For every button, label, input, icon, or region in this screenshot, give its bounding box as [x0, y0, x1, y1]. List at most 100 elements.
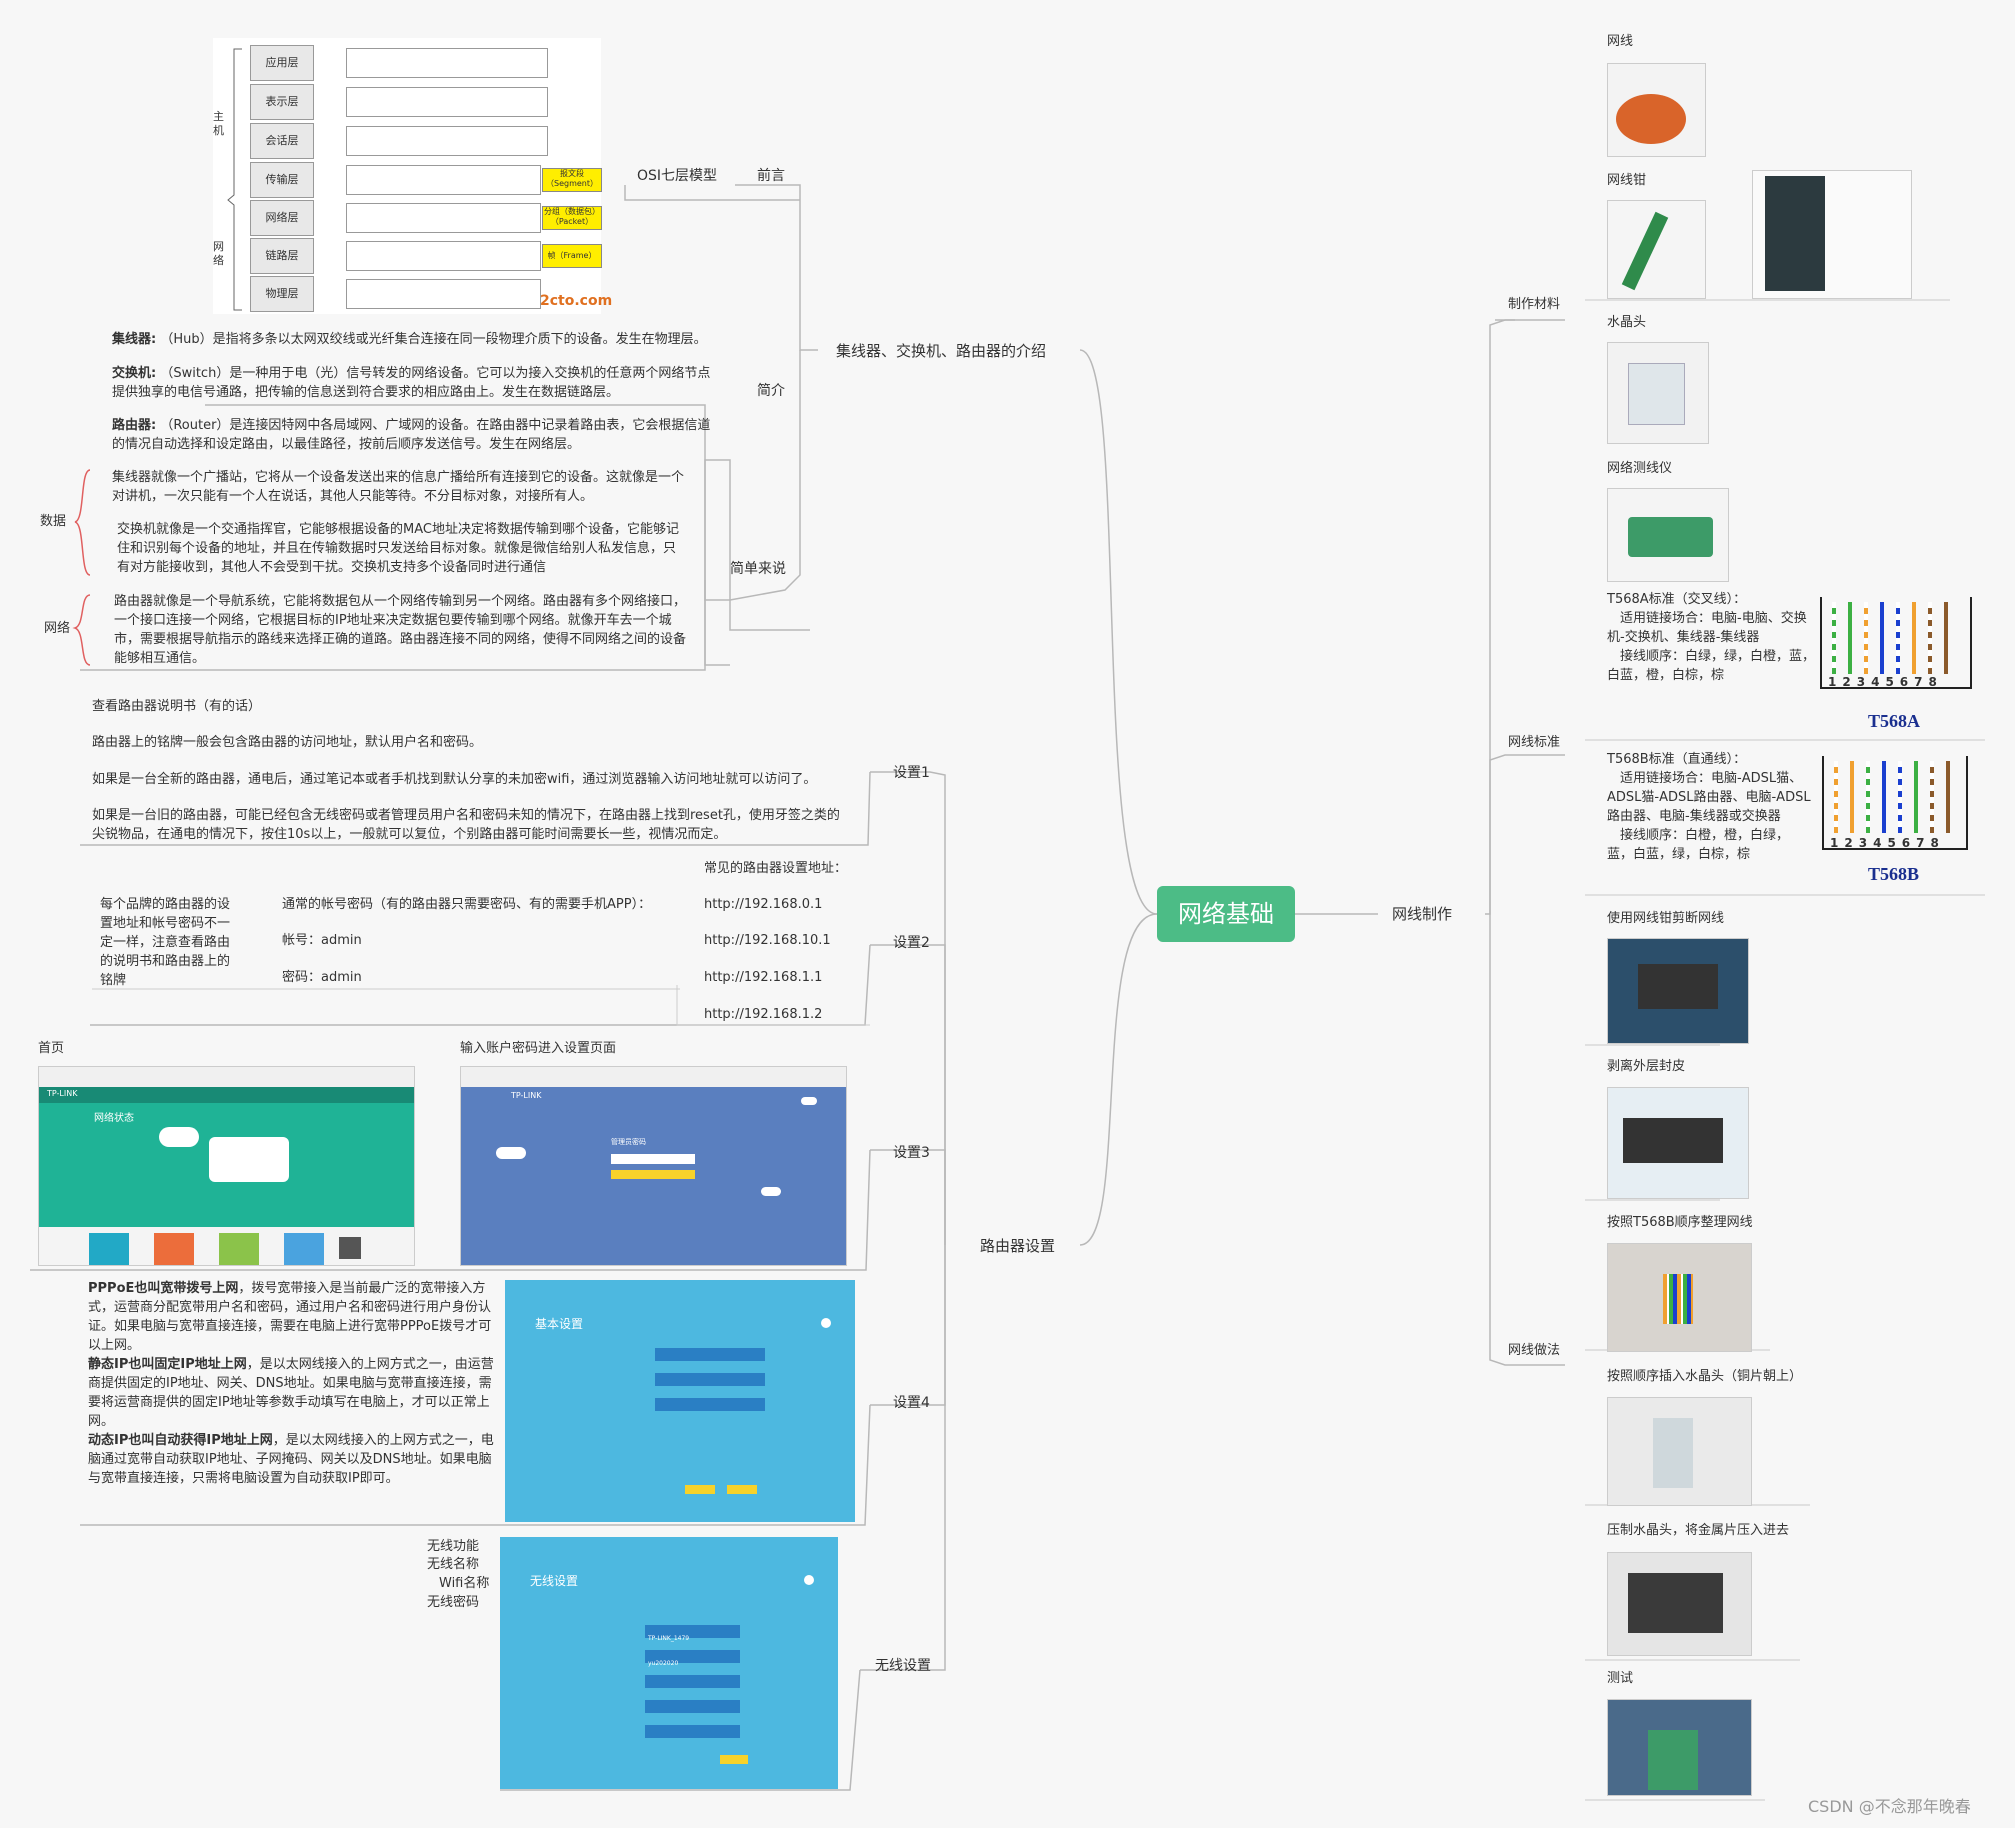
pin-3: 3 — [1858, 836, 1874, 850]
t568b-pins: 12345678 — [1830, 836, 1945, 850]
s2-addr-3[interactable]: http://192.168.1.1 — [704, 970, 823, 985]
osi-desc-link — [346, 241, 541, 271]
wireless-select-3[interactable] — [645, 1725, 740, 1738]
pppoe-account-input[interactable] — [655, 1373, 765, 1386]
step-4-label: 按照顺序插入水晶头（铜片朝上） — [1607, 1369, 1803, 1384]
s2-addr-1[interactable]: http://192.168.0.1 — [704, 897, 823, 912]
t568a-wire-7 — [1928, 602, 1932, 674]
cloud-icon-2 — [761, 1187, 781, 1196]
login-pwd-input[interactable] — [611, 1154, 695, 1164]
material-crimper: 网线钳 — [1607, 173, 1647, 188]
t568b-wire-5 — [1898, 761, 1902, 833]
branch-setting2[interactable]: 设置2 — [893, 935, 930, 951]
ssid-value: TP-LINK_1479 — [648, 1635, 690, 1642]
pin-7: 7 — [1916, 836, 1931, 850]
osi-side-bottom: 网络 — [213, 240, 224, 267]
rj45-connector — [1628, 363, 1685, 425]
branch-setting1[interactable]: 设置1 — [893, 765, 930, 781]
switch-name: 交换机: — [112, 366, 157, 381]
help-icon[interactable] — [821, 1318, 831, 1328]
standard-label[interactable]: 网线标准 — [1508, 735, 1561, 750]
branch-setting3[interactable]: 设置3 — [893, 1145, 930, 1161]
step-3-photo — [1607, 1243, 1752, 1352]
tile-1[interactable] — [89, 1233, 129, 1265]
branch-cable-making[interactable]: 网线制作 — [1392, 905, 1453, 923]
t568a-frame — [1820, 597, 1972, 689]
pin-2: 2 — [1844, 836, 1859, 850]
switch-text: （Switch）是一种用于电（光）信号转发的网络设备。它可以为接入交换机的任意两… — [112, 366, 711, 400]
router-picture — [209, 1137, 289, 1182]
pin-6: 6 — [1901, 836, 1917, 850]
t568b-text: T568B标准（直通线）： 适用链接场合：电脑-ADSL猫、ADSL猫-ADSL… — [1607, 750, 1814, 864]
static-text: ，是以太网线接入的上网方式之一，由运营商提供固定的IP地址、网关、DNS地址。如… — [88, 1357, 494, 1429]
wireless-help-icon[interactable] — [804, 1575, 814, 1585]
material-rj45: 水晶头 — [1607, 315, 1647, 330]
t568b-title: T568B标准（直通线）： — [1607, 752, 1747, 767]
t568a-wire-4 — [1880, 602, 1884, 674]
tile-4[interactable] — [284, 1233, 324, 1265]
branch-wireless[interactable]: 无线设置 — [875, 1658, 931, 1674]
osi-desc-transport — [346, 165, 541, 195]
material-tester: 网络测线仪 — [1607, 461, 1673, 476]
tplink-login-screenshot: TP-LINK 管理员密码 — [460, 1066, 847, 1266]
s2-addr-2[interactable]: http://192.168.10.1 — [704, 933, 831, 948]
login-browser-bar — [461, 1067, 846, 1087]
wireless-select-2[interactable] — [645, 1700, 740, 1713]
osi-brace — [227, 48, 242, 311]
material-cable: 网线 — [1607, 34, 1634, 49]
t568b-frame — [1822, 756, 1968, 850]
pppoe-text: ，拨号宽带接入是当前最广泛的宽带接入方式，运营商分配宽带用户名和密码，通过用户名… — [88, 1281, 492, 1353]
root-node[interactable]: 网络基础 — [1157, 886, 1295, 942]
t568b-scene: 适用链接场合：电脑-ADSL猫、ADSL猫-ADSL路由器、电脑-ADSL路由器… — [1607, 771, 1811, 824]
t568a-name: T568A — [1868, 711, 1921, 731]
tile-3[interactable] — [219, 1233, 259, 1265]
osi-label[interactable]: OSI七层模型 — [637, 168, 718, 184]
s2-account: 帐号：admin — [282, 933, 362, 948]
materials-label[interactable]: 制作材料 — [1508, 297, 1561, 312]
save-button[interactable] — [727, 1485, 757, 1494]
branch-setting4[interactable]: 设置4 — [893, 1395, 930, 1411]
s2-addr-4[interactable]: http://192.168.1.2 — [704, 1007, 823, 1022]
t568b-wire-3 — [1866, 761, 1870, 833]
t568a-wire-8 — [1944, 602, 1948, 674]
branch-preface[interactable]: 前言 — [757, 168, 785, 184]
wifi-password-input[interactable]: yu202020 — [645, 1650, 740, 1667]
osi-layer-network: 网络层 — [250, 200, 314, 236]
t568b-wire-1 — [1834, 761, 1838, 833]
tile-2[interactable] — [154, 1233, 194, 1265]
branch-simple[interactable]: 简单来说 — [730, 561, 786, 577]
wireless-select-1[interactable] — [645, 1675, 740, 1688]
step-6-photo — [1607, 1699, 1752, 1796]
intro-router: 路由器: （Router）是连接因特网中各局域网、广域网的设备。在路由器中记录着… — [112, 416, 712, 454]
cloud-icon-3 — [801, 1097, 817, 1105]
ssid-input[interactable]: TP-LINK_1479 — [645, 1625, 740, 1642]
s2-account-title: 通常的帐号密码（有的路由器只需要密码、有的需要手机APP）： — [282, 897, 652, 912]
pppoe-title: PPPoE也叫宽带拨号上网 — [88, 1281, 239, 1296]
t568a-wire-6 — [1912, 602, 1916, 674]
t568a-wire-3 — [1864, 602, 1868, 674]
rj45-photo — [1607, 342, 1709, 444]
osi-layer-physical: 物理层 — [250, 276, 314, 312]
t568a-text: T568A标准（交叉线）： 适用链接场合：电脑-电脑、交换机-交换机、集线器-集… — [1607, 590, 1819, 685]
step-1-label: 使用网线钳剪断网线 — [1607, 911, 1725, 926]
method-label[interactable]: 网线做法 — [1508, 1343, 1561, 1358]
osi-layer-transport: 传输层 — [250, 162, 314, 198]
t568b-wire-7 — [1930, 761, 1934, 833]
simple-label-net: 网络 — [44, 621, 71, 636]
connect-button[interactable] — [685, 1485, 715, 1494]
crimper-detail-photo — [1752, 170, 1912, 299]
footer-watermark: CSDN @不念那年晚春 — [1808, 1797, 1971, 1816]
pin-6: 6 — [1899, 675, 1915, 689]
router-setup-title[interactable]: 路由器设置 — [980, 1237, 1056, 1255]
pin-7: 7 — [1914, 675, 1929, 689]
tester-device — [1628, 517, 1713, 557]
s3-home-label: 首页 — [38, 1041, 65, 1056]
branch-intro[interactable]: 简介 — [757, 383, 785, 399]
wireless-settings-title: 无线设置 — [530, 1574, 579, 1588]
pppoe-password-input[interactable] — [655, 1398, 765, 1411]
intro-title[interactable]: 集线器、交换机、路由器的介绍 — [836, 342, 1047, 360]
wireless-save-button[interactable] — [720, 1755, 748, 1764]
connection-type-select[interactable] — [655, 1348, 765, 1361]
login-confirm-button[interactable] — [611, 1170, 695, 1179]
